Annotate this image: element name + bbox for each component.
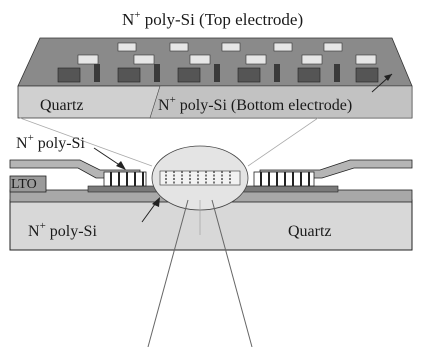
label-quartz-bottom: Quartz <box>288 223 332 240</box>
electrode-window <box>273 42 293 52</box>
cross-section-view <box>9 117 413 251</box>
label-quartz-top: Quartz <box>40 97 84 114</box>
electrode-pillar-foot <box>334 64 340 82</box>
poly-lower-arrowhead <box>152 197 160 207</box>
electrode-pillar <box>355 67 379 83</box>
electrode-pillar <box>117 67 141 83</box>
magnify-ray-left <box>19 117 153 167</box>
top-perspective-view <box>17 37 413 119</box>
right-comb <box>253 171 315 187</box>
electrode-window <box>221 42 241 52</box>
bottom-electrode-layer <box>149 85 413 119</box>
electrode-pillar-foot <box>94 64 100 82</box>
label-poly-lower: N+ poly-Si <box>28 220 97 240</box>
electrode-window <box>189 54 211 65</box>
electrode-pillar <box>177 67 201 83</box>
label-poly-upper: N+ poly-Si <box>16 132 85 152</box>
lto-block <box>9 175 47 193</box>
light-cone-left <box>147 199 189 347</box>
left-comb <box>103 171 147 187</box>
electrode-pillar <box>297 67 321 83</box>
electrode-pillar <box>57 67 81 83</box>
poly-upper-arrowhead <box>116 161 126 170</box>
magnify-ray-right <box>247 117 319 167</box>
electrode-window <box>77 54 99 65</box>
bottom-electrode-arrowhead <box>384 74 392 81</box>
electrode-window <box>323 42 343 52</box>
electrode-window <box>117 42 137 52</box>
center-comb <box>159 170 241 186</box>
label-lto: LTO <box>11 177 37 192</box>
electrode-window <box>169 42 189 52</box>
light-cone <box>147 199 253 347</box>
electrode-pillar <box>237 67 261 83</box>
electrode-window <box>355 54 377 65</box>
electrode-pillar-foot <box>154 64 160 82</box>
label-bottom-electrode: N+ poly-Si (Bottom electrode) <box>158 94 352 114</box>
electrode-window <box>245 54 267 65</box>
label-top-electrode: N+ poly-Si (Top electrode) <box>122 9 303 29</box>
electrode-window <box>133 54 155 65</box>
top-electrode-grid <box>57 42 379 83</box>
electrode-pillar-foot <box>214 64 220 82</box>
electrode-window <box>301 54 323 65</box>
electrode-pillar-foot <box>274 64 280 82</box>
light-cone-right <box>211 199 253 347</box>
